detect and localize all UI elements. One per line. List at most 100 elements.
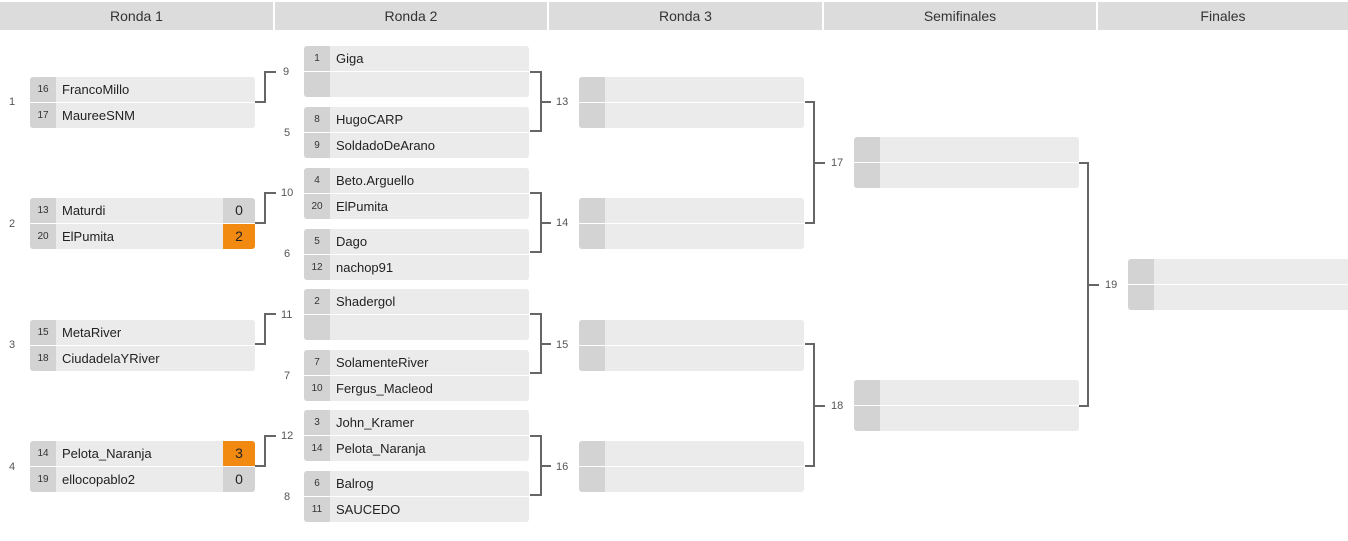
player-name: Balrog [336,476,374,491]
bracket-connector [530,192,542,194]
bracket-connector [264,435,276,437]
slot-divider [30,466,255,467]
slot-divider [854,162,1079,163]
match-slot[interactable]: 17 MaureeSNM [30,103,255,128]
match-slot[interactable]: 16 FrancoMillo [30,77,255,102]
player-name: MetaRiver [62,325,122,340]
match-card[interactable] [854,380,1079,431]
match-card[interactable]: 1 Giga [304,46,529,97]
match-slot[interactable]: 9 SoldadoDeArano [304,133,529,158]
match-card[interactable]: 3 John_Kramer 14 Pelota_Naranja [304,410,529,461]
match-slot[interactable] [1128,285,1348,310]
match-number: 4 [9,461,16,473]
match-slot[interactable] [854,406,1079,431]
bracket-connector [813,405,825,407]
match-card[interactable]: 13 Maturdi 0 20 ElPumita 2 [30,198,255,249]
player-name: Giga [336,51,364,66]
match-card[interactable] [1128,259,1348,310]
match-number: 18 [831,400,844,412]
match-card[interactable]: 15 MetaRiver 18 CiudadelaYRiver [30,320,255,371]
match-slot[interactable]: 3 John_Kramer [304,410,529,435]
match-slot[interactable] [1128,259,1348,284]
match-slot[interactable]: 4 Beto.Arguello [304,168,529,193]
match-slot[interactable]: 14 Pelota_Naranja 3 [30,441,255,466]
player-name: HugoCARP [336,112,404,127]
match-card[interactable]: 6 Balrog 11 SAUCEDO [304,471,529,522]
slot-divider [579,466,804,467]
match-slot[interactable] [579,346,804,371]
seed-number: 20 [304,194,330,219]
match-card[interactable]: 4 Beto.Arguello 20 ElPumita [304,168,529,219]
match-slot[interactable]: 12 nachop91 [304,255,529,280]
match-slot[interactable]: 19 ellocopablo2 0 [30,467,255,492]
match-slot[interactable] [304,315,529,340]
match-card[interactable]: 7 SolamenteRiver 10 Fergus_Macleod [304,350,529,401]
match-slot[interactable]: 20 ElPumita 2 [30,224,255,249]
round-header-2: Ronda 2 [275,2,547,30]
match-slot[interactable]: 20 ElPumita [304,194,529,219]
match-slot[interactable]: 6 Balrog [304,471,529,496]
match-slot[interactable] [579,467,804,492]
match-slot[interactable] [579,224,804,249]
match-slot[interactable] [854,380,1079,405]
match-card[interactable]: 16 FrancoMillo 17 MaureeSNM [30,77,255,128]
match-slot[interactable] [304,72,529,97]
match-slot[interactable] [579,198,804,223]
seed-number: 16 [30,77,56,102]
match-slot[interactable] [579,77,804,102]
match-slot[interactable]: 11 SAUCEDO [304,497,529,522]
seed-number [1128,259,1154,284]
slot-divider [304,71,529,72]
seed-number [854,406,880,431]
match-slot[interactable]: 13 Maturdi 0 [30,198,255,223]
match-slot[interactable]: 5 Dago [304,229,529,254]
winner-score-box: 3 [223,441,255,466]
slot-divider [30,102,255,103]
seed-number: 14 [30,441,56,466]
match-slot[interactable]: 1 Giga [304,46,529,71]
match-slot[interactable] [854,137,1079,162]
seed-number: 4 [304,168,330,193]
match-card[interactable] [579,320,804,371]
seed-number [579,77,605,102]
match-slot[interactable]: 14 Pelota_Naranja [304,436,529,461]
match-slot[interactable]: 18 CiudadelaYRiver [30,346,255,371]
slot-divider [30,223,255,224]
player-name: Pelota_Naranja [62,446,152,461]
bracket-connector [264,435,266,467]
seed-number [304,315,330,340]
match-card[interactable]: 8 HugoCARP 9 SoldadoDeArano [304,107,529,158]
match-number: 15 [556,339,569,351]
match-card[interactable] [579,77,804,128]
seed-number [304,72,330,97]
match-number: 17 [831,157,844,169]
match-slot[interactable]: 15 MetaRiver [30,320,255,345]
round-header-3: Ronda 3 [549,2,822,30]
player-name: ellocopablo2 [62,472,136,487]
match-card[interactable]: 2 Shadergol [304,289,529,340]
match-slot[interactable] [854,163,1079,188]
match-slot[interactable] [579,320,804,345]
match-slot[interactable]: 8 HugoCARP [304,107,529,132]
bracket-connector [264,192,266,224]
player-name: Fergus_Macleod [336,381,433,396]
match-card[interactable] [854,137,1079,188]
match-card[interactable] [579,441,804,492]
seed-number [579,346,605,371]
bracket-connector [540,222,551,224]
slot-divider [304,435,529,436]
seed-number: 17 [30,103,56,128]
player-name: Beto.Arguello [336,173,415,188]
match-slot[interactable]: 7 SolamenteRiver [304,350,529,375]
player-name: ElPumita [336,199,389,214]
match-card[interactable] [579,198,804,249]
match-card[interactable]: 5 Dago 12 nachop91 [304,229,529,280]
player-name: nachop91 [336,260,394,275]
match-card[interactable]: 14 Pelota_Naranja 3 19 ellocopablo2 0 [30,441,255,492]
player-name: SoldadoDeArano [336,138,436,153]
match-slot[interactable] [579,441,804,466]
seed-number: 3 [304,410,330,435]
match-slot[interactable]: 2 Shadergol [304,289,529,314]
match-slot[interactable]: 10 Fergus_Macleod [304,376,529,401]
match-slot[interactable] [579,103,804,128]
